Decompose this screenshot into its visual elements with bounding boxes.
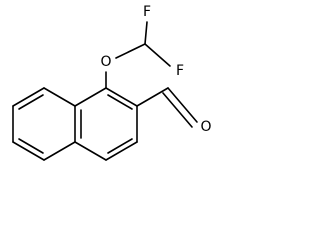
bond-chf2-f-top <box>144 21 148 45</box>
bond-c4-c4a <box>74 141 107 161</box>
bond-c6-c5 <box>12 141 45 161</box>
atom-label-fluorine-top: F <box>143 4 151 20</box>
bond-c5-c4a <box>43 141 76 161</box>
atom-label-ether-oxygen: O <box>100 54 111 70</box>
bond-chf2-o <box>115 43 146 59</box>
bond-c8a-c8 <box>43 87 76 107</box>
bond-c8-c7 <box>12 87 45 107</box>
atom-label-aldehyde-oxygen: O <box>200 119 211 135</box>
bond-c2-cho <box>136 87 169 107</box>
bond-c1-c2 <box>105 87 138 107</box>
bond-c8-c7-inner <box>18 94 44 110</box>
bond-c3-c4 <box>105 141 138 161</box>
bond-chf2-f-right <box>144 43 171 67</box>
bond-c3-c4-inner <box>107 138 133 154</box>
bond-cho-o-inner <box>162 92 193 128</box>
bond-c6-c5-inner <box>18 138 44 154</box>
bond-cho-o-outer <box>167 87 198 123</box>
molecule-structure: O F F O <box>12 4 212 161</box>
bond-c8a-c1 <box>74 87 107 107</box>
atom-label-fluorine-right: F <box>176 63 184 79</box>
bond-c1-c2-inner <box>107 94 133 110</box>
